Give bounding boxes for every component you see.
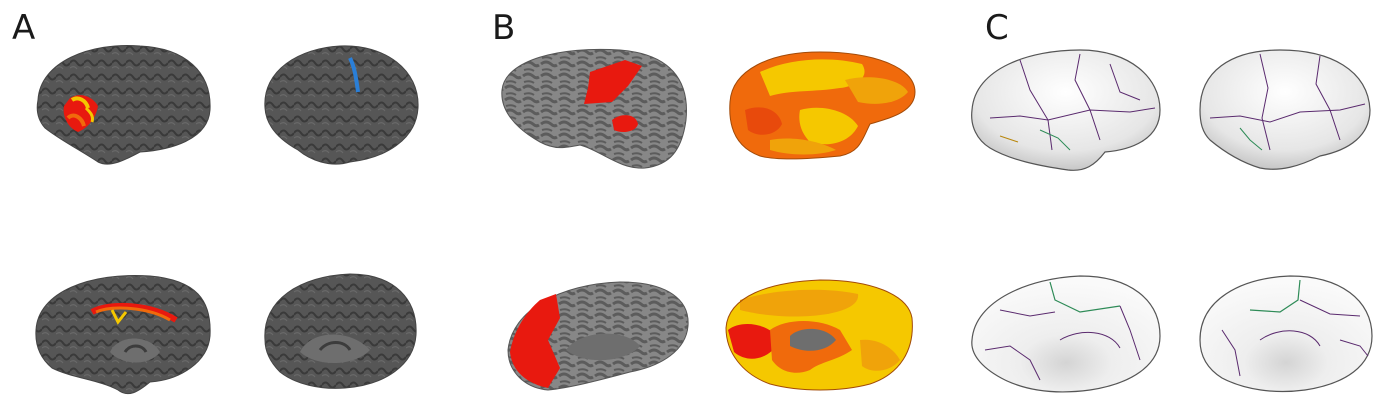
panel-b-inflated-medial xyxy=(507,281,689,391)
panel-c-smooth-lateral-right xyxy=(1199,49,1371,170)
panel-b-inflated-lateral xyxy=(501,48,687,169)
panel-a-lateral-left xyxy=(36,44,211,165)
panel-c-smooth-medial-right xyxy=(1199,275,1373,393)
panel-label-b: B xyxy=(492,8,516,48)
panel-c-smooth-medial-left xyxy=(971,275,1161,393)
panel-label-a: A xyxy=(12,8,36,48)
panel-b-activation-medial xyxy=(725,279,913,391)
panel-a-lateral-right xyxy=(264,45,419,165)
panel-a-medial-right xyxy=(264,273,417,389)
panel-label-c: C xyxy=(985,8,1009,48)
panel-a-medial-left xyxy=(35,275,211,395)
panel-c-smooth-lateral-left xyxy=(971,49,1161,171)
panel-b-activation-lateral xyxy=(729,51,916,160)
